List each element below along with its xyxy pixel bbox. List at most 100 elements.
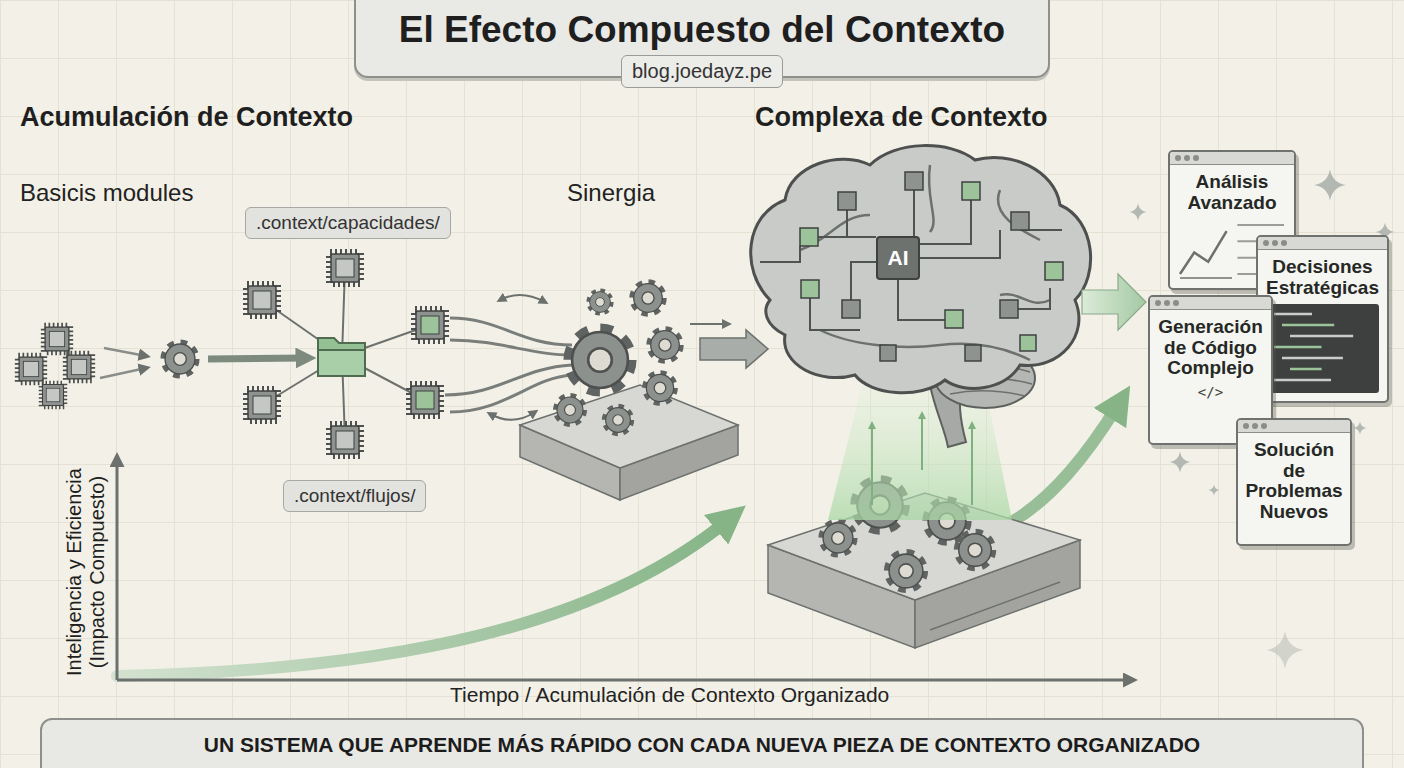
window-dot [1281, 240, 1287, 246]
context-folder-network [318, 350, 365, 376]
axis-label: Inteligencia y Eficiencia (Impacto Compu… [63, 454, 109, 690]
ai-brain [905, 172, 923, 190]
folder-path-pill: .context/flujos/ [283, 480, 426, 512]
output-arrow [1082, 274, 1146, 330]
ai-brain [800, 228, 818, 246]
synergy-platform [520, 283, 768, 500]
context-folder-network [247, 285, 277, 315]
code-screen [1274, 379, 1331, 382]
ai-brain [801, 280, 819, 298]
ai-chip: AI [876, 236, 920, 280]
basic-modules [42, 384, 65, 407]
code-screen [1282, 324, 1334, 327]
code-screen [1266, 304, 1379, 393]
node-text: AI [888, 246, 909, 270]
context-folder-network [490, 412, 535, 420]
core-platform [930, 582, 1060, 630]
node-text: Análisis Avanzado [1176, 172, 1288, 213]
ai-brain [962, 182, 980, 200]
ai-brain [898, 280, 945, 320]
synergy-platform [645, 373, 674, 402]
axis-label: Tiempo / Acumulación de Contexto Organiz… [450, 682, 889, 707]
sparkles [1130, 204, 1147, 221]
ai-brain [880, 345, 896, 361]
code-screen [1266, 304, 1379, 397]
section-heading: Complexa de Contexto [755, 101, 1048, 133]
ai-brain [945, 310, 963, 328]
context-folder-network [318, 338, 365, 376]
ai-brain [965, 345, 981, 361]
window-dot [1243, 423, 1249, 429]
window-dot [1184, 155, 1190, 161]
context-folder-network [330, 253, 360, 283]
window-bar [1170, 152, 1294, 165]
ai-brain [751, 146, 1091, 447]
node-text: .context/capacidades/ [256, 211, 440, 235]
ai-brain [950, 391, 1025, 396]
synergy-platform [700, 330, 768, 368]
ai-brain [929, 165, 934, 232]
synergy-platform [520, 385, 738, 468]
ai-brain [920, 200, 971, 244]
light-beam [971, 425, 973, 505]
synergy-platform [690, 323, 728, 325]
synergy-platform [556, 396, 584, 424]
section-heading: Acumulación de Contexto [20, 101, 353, 133]
window-dot [1252, 423, 1258, 429]
caption-text: UN SISTEMA QUE APRENDE MÁS RÁPIDO CON CA… [204, 732, 1200, 757]
stage-label: Sinergia [567, 179, 655, 208]
basic-modules [100, 368, 146, 378]
ai-brain [751, 146, 1091, 393]
mini-chart [1180, 277, 1232, 279]
code-screen [1274, 313, 1312, 316]
basic-modules [164, 343, 196, 375]
ai-brain [760, 190, 1062, 330]
code-screen [1290, 335, 1353, 338]
url-pill: blog.joedayz.pe [621, 55, 783, 88]
light-beam [871, 425, 873, 505]
ai-brain [1045, 262, 1063, 280]
context-folder-network [450, 340, 570, 355]
context-folder-network [445, 318, 572, 412]
ai-brain [1000, 300, 1018, 318]
window-dot [1272, 240, 1278, 246]
caption-banner: UN SISTEMA QUE APRENDE MÁS RÁPIDO CON CA… [40, 718, 1364, 768]
stage-label: Basicis modules [20, 179, 193, 208]
node-text: blog.joedayz.pe [632, 59, 772, 84]
basic-modules [66, 354, 92, 380]
axes [117, 679, 1132, 682]
growth-curve [1000, 405, 1118, 528]
ai-brain [838, 192, 856, 210]
diagram-title: El Efecto Compuesto del Contexto [399, 10, 1005, 51]
synergy-platform [570, 330, 630, 390]
ai-brain [1011, 212, 1029, 230]
window-dot [1263, 240, 1269, 246]
context-folder-network [330, 425, 360, 455]
basic-modules [208, 358, 306, 359]
window-dot [1193, 155, 1199, 161]
node-text: Decisiones Estratégicas [1264, 257, 1381, 298]
sparkles [1353, 421, 1366, 434]
node-text: Generación de Código Complejo [1156, 317, 1265, 379]
ai-brain [800, 215, 870, 250]
context-folder-network [262, 268, 430, 440]
ai-brain [1020, 335, 1036, 351]
basic-modules [104, 348, 146, 356]
core-platform [822, 522, 854, 554]
synergy-platform [633, 283, 664, 314]
ai-brain [820, 330, 1030, 360]
context-folder-network [500, 295, 545, 302]
ai-brain [842, 300, 860, 318]
mini-chart [1180, 231, 1227, 274]
ai-brain [818, 236, 876, 238]
sparkles [1314, 169, 1346, 201]
synergy-platform [605, 407, 632, 434]
sparkles [1266, 631, 1303, 668]
context-folder-network [410, 385, 440, 415]
ai-brain [760, 246, 800, 262]
ai-brain [913, 190, 915, 236]
output-card: Decisiones Estratégicas [1256, 235, 1389, 403]
code-screen [1266, 304, 1379, 393]
